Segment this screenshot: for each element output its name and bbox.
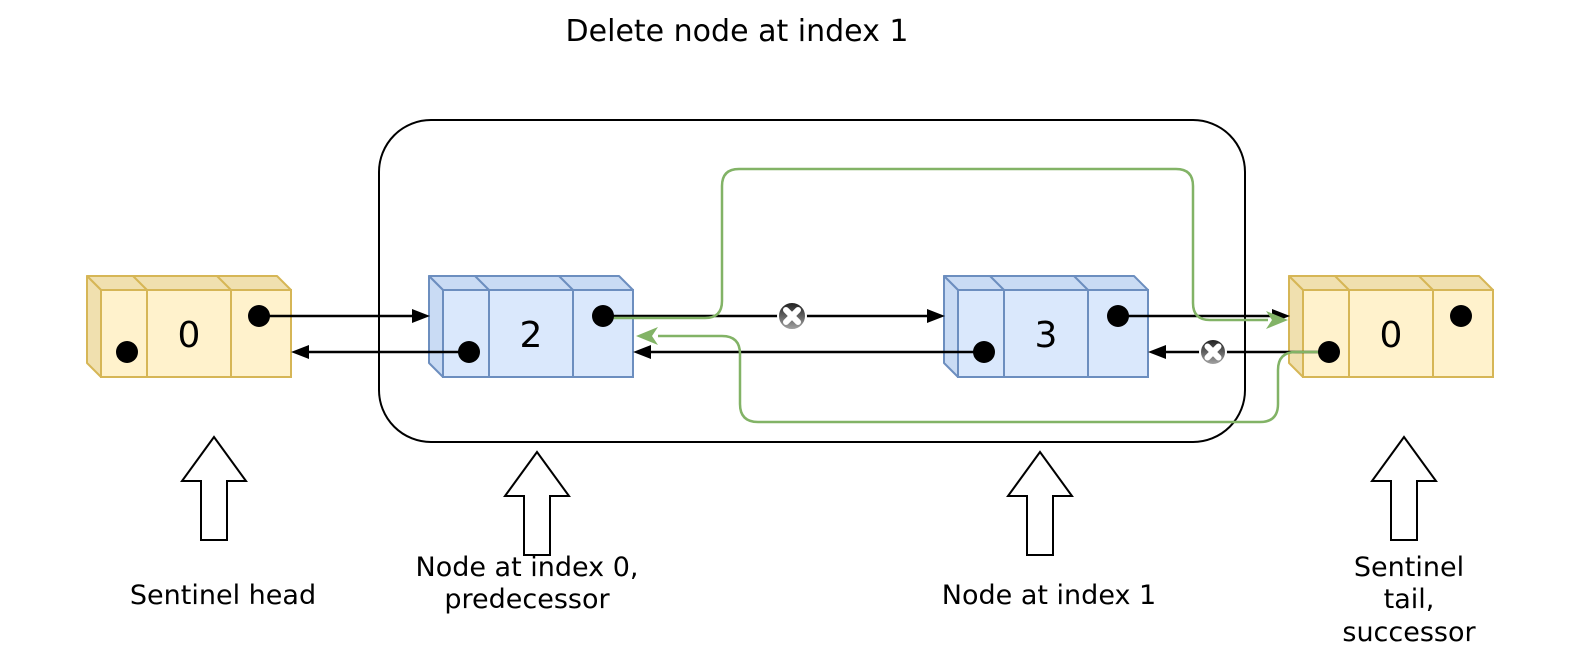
arrowhead-left — [636, 327, 658, 345]
pointer-dots — [116, 305, 1472, 363]
prev-pointer-dot-node0 — [458, 341, 480, 363]
cross-circle-icon-prev-link — [1199, 338, 1227, 366]
arrowhead-left — [633, 345, 651, 359]
arrow-new-next-node0-to-tail — [603, 167, 1288, 329]
next-pointer-dot-tail — [1450, 305, 1472, 327]
arrowhead-right — [927, 309, 945, 323]
node-value: 3 — [1035, 315, 1058, 356]
arrow-prev-node0-to-head — [291, 345, 469, 359]
node-front-face — [442, 289, 634, 378]
node-value: 2 — [520, 315, 543, 356]
arrowhead-left — [1148, 345, 1166, 359]
next-pointer-dot-head — [248, 305, 270, 327]
arrow-prev-node1-to-node0 — [633, 345, 984, 359]
prev-pointer-dot-node1 — [973, 341, 995, 363]
up-arrow-icon-node-index-0 — [503, 450, 571, 556]
node-left-face — [1288, 275, 1304, 378]
node-top-face — [86, 275, 292, 291]
node-sentinel-tail: 0 — [1288, 275, 1494, 378]
node-top-face — [943, 275, 1149, 291]
delete-scope-container — [378, 119, 1246, 443]
node-left-face — [943, 275, 959, 378]
node-sentinel-head: 0 — [86, 275, 292, 378]
arrow-next-node0-to-node1-deleted — [603, 309, 945, 323]
node-front-face — [957, 289, 1149, 378]
node-top-face — [428, 275, 634, 291]
next-pointer-dot-node0 — [592, 305, 614, 327]
arrow-next-head-to-node0 — [259, 309, 430, 323]
cross-circle-icon-next-link — [777, 301, 807, 331]
arrowhead-left — [291, 345, 309, 359]
prev-pointer-dot-head — [116, 341, 138, 363]
node-index-0: 2 — [428, 275, 634, 378]
arrow-new-prev-tail-to-node0 — [636, 327, 1329, 424]
up-arrow-icon-node-index-1 — [1006, 450, 1074, 556]
up-arrow-icon-sentinel-head — [180, 435, 248, 541]
callout-sentinel-head: Sentinel head — [129, 580, 317, 611]
node-front-face — [1302, 289, 1494, 378]
node-left-face — [86, 275, 102, 378]
next-pointer-dot-node1 — [1107, 305, 1129, 327]
diagram-title: Delete node at index 1 — [565, 14, 909, 49]
callout-node-index-0: Node at index 0, predecessor — [415, 552, 639, 616]
node-value: 0 — [1380, 315, 1403, 356]
callout-sentinel-tail: Sentinel tail, successor — [1342, 552, 1476, 648]
prev-pointer-dot-tail — [1318, 341, 1340, 363]
node-front-face — [100, 289, 292, 378]
arrowhead-right — [412, 309, 430, 323]
callout-node-index-1: Node at index 1 — [941, 580, 1157, 611]
node-top-face — [1288, 275, 1494, 291]
up-arrow-icon-sentinel-tail — [1370, 435, 1438, 541]
arrowhead-right — [1266, 311, 1288, 329]
node-value: 0 — [178, 315, 201, 356]
node-left-face — [428, 275, 444, 378]
